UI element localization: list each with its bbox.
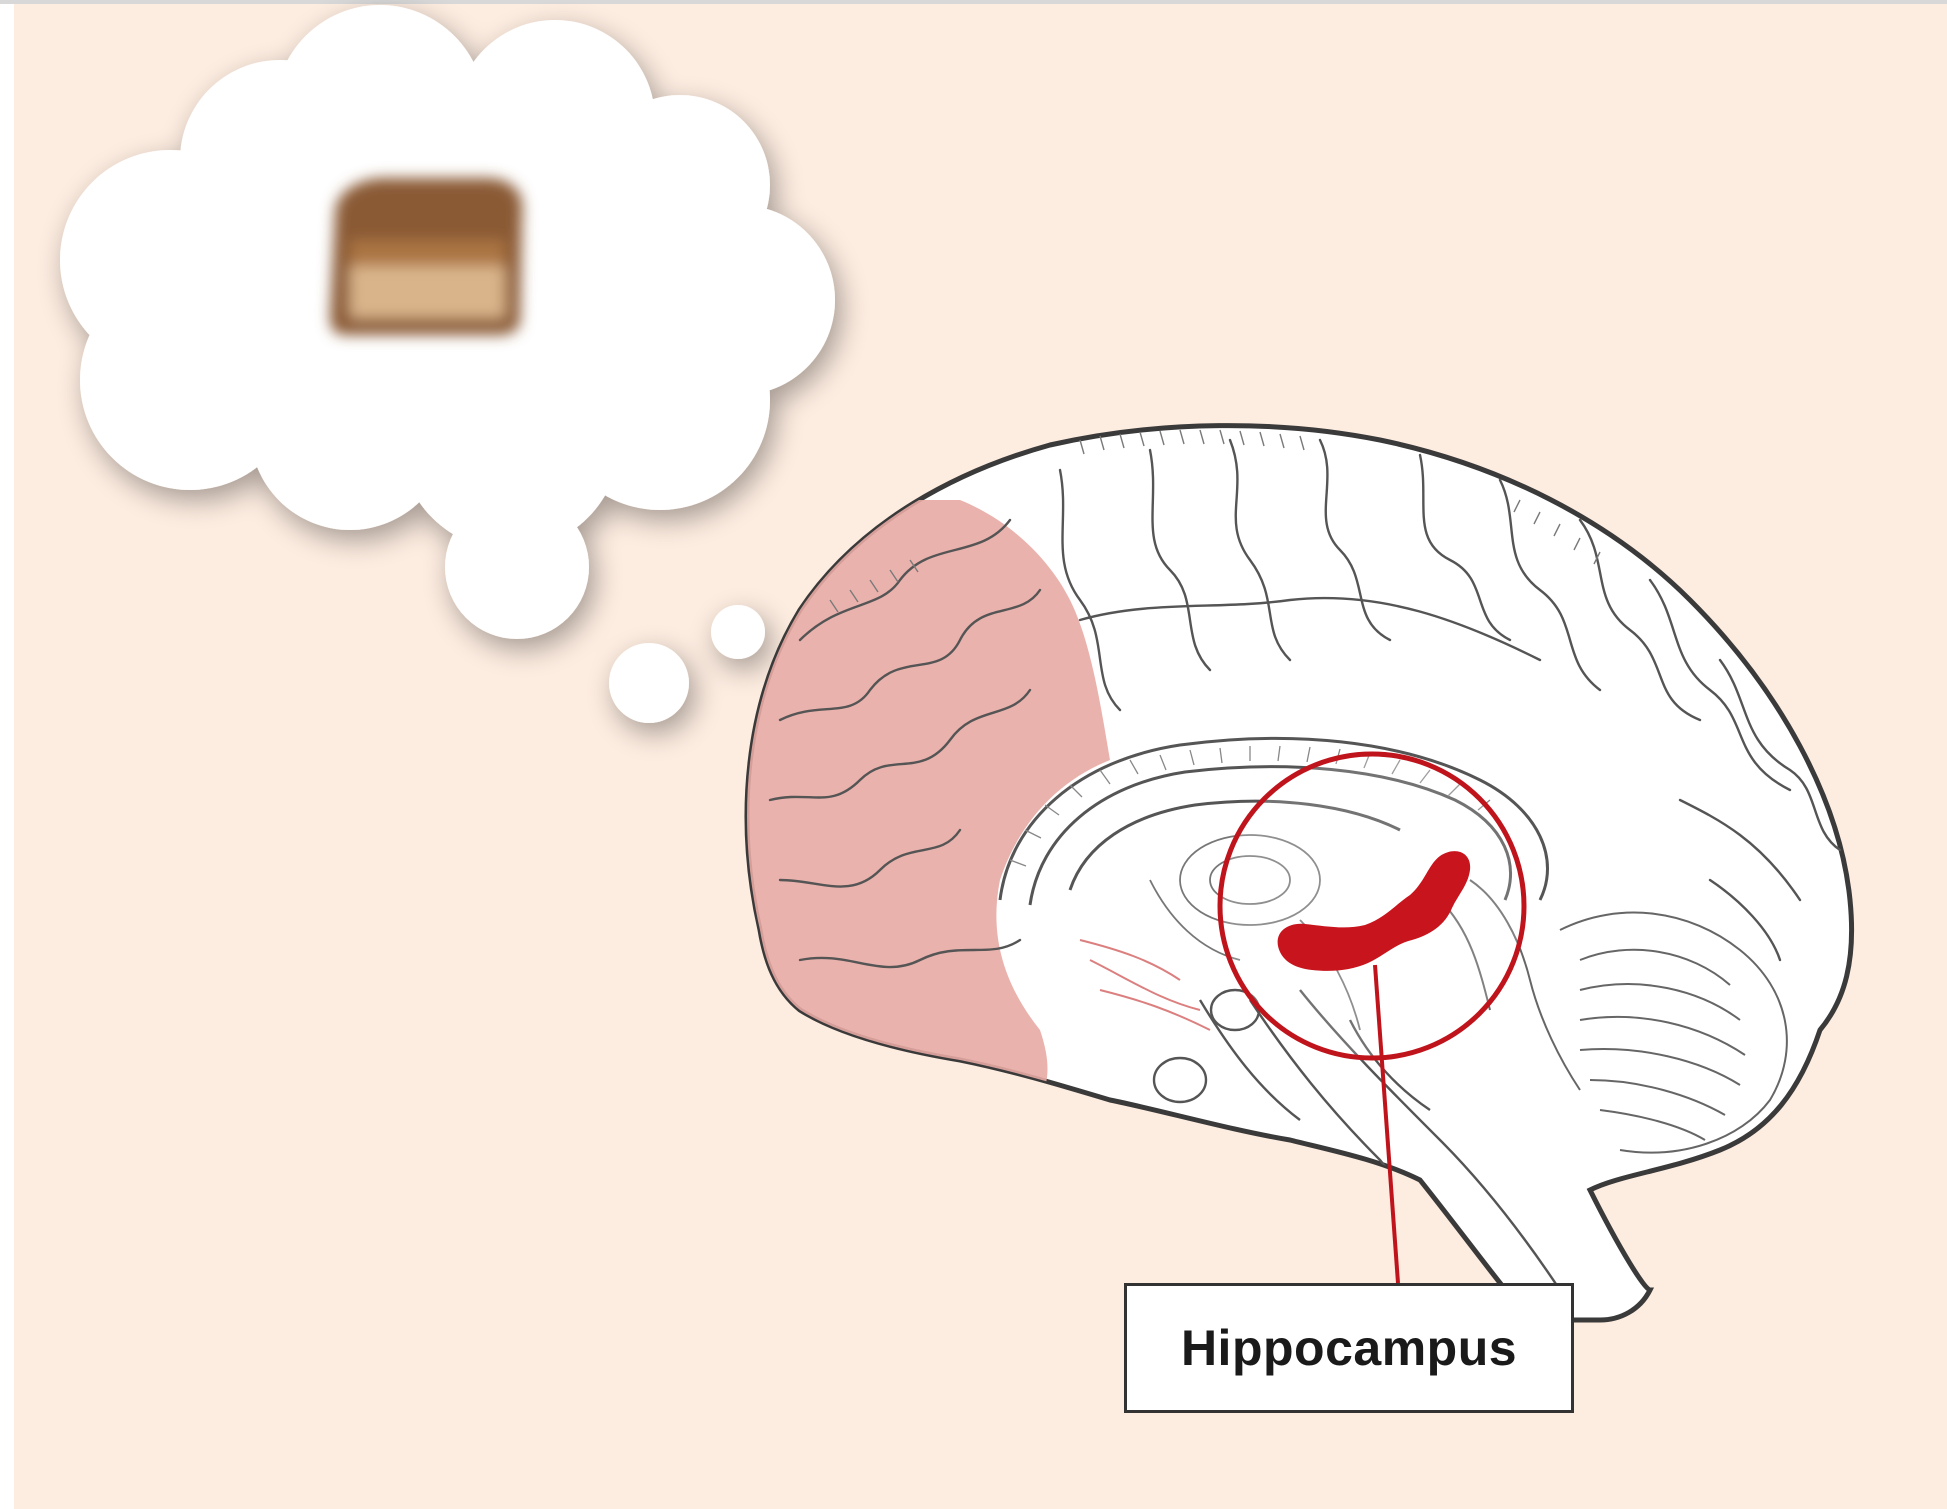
hippocampus-label: Hippocampus (1124, 1283, 1574, 1413)
brain-illustration (700, 426, 1852, 1320)
hippocampus-magnifier (1220, 754, 1524, 1058)
bread-slice-icon (330, 178, 523, 335)
thought-bubble-icon (60, 5, 835, 723)
